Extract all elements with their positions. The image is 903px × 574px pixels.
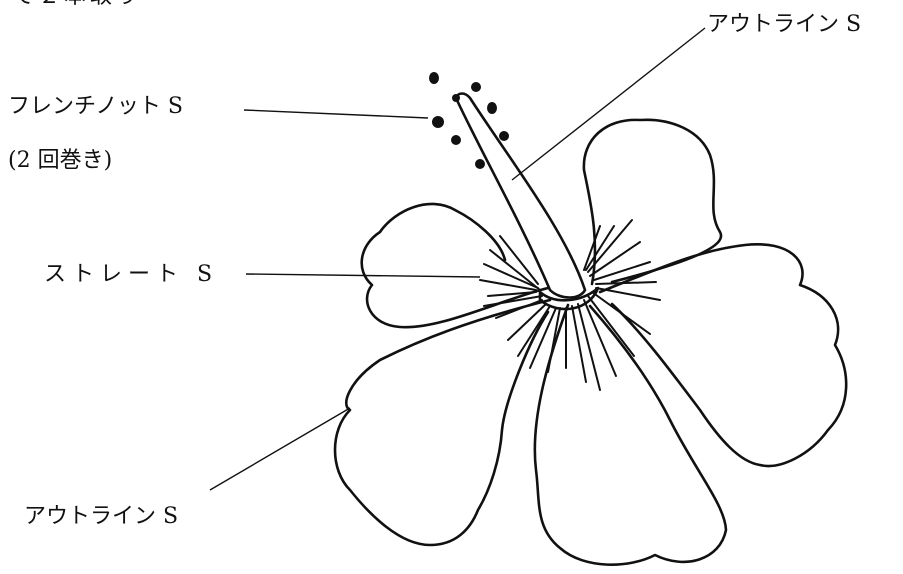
petal-bottom [535, 305, 726, 565]
petal-right [600, 244, 846, 466]
label-outline-stitch-bottom: アウトライン S [24, 504, 178, 530]
leader-outline-top [512, 28, 705, 180]
label-outline-stitch-top: アウトライン S [707, 12, 861, 38]
label-french-knot-note: (2 回巻き) [8, 148, 112, 174]
petal-lower-left [335, 300, 550, 545]
label-french-knot: フレンチノット S [8, 94, 183, 120]
label-top-clipped: て２本取り [12, 0, 142, 10]
petal-upper-right [584, 120, 721, 284]
flower-style [456, 94, 585, 298]
label-straight-stitch: ストレート S [44, 262, 218, 288]
straight-stitch-lines [480, 220, 660, 390]
leader-outline-bottom [210, 408, 350, 490]
french-knots [429, 72, 509, 169]
leader-french-knot [244, 110, 428, 118]
